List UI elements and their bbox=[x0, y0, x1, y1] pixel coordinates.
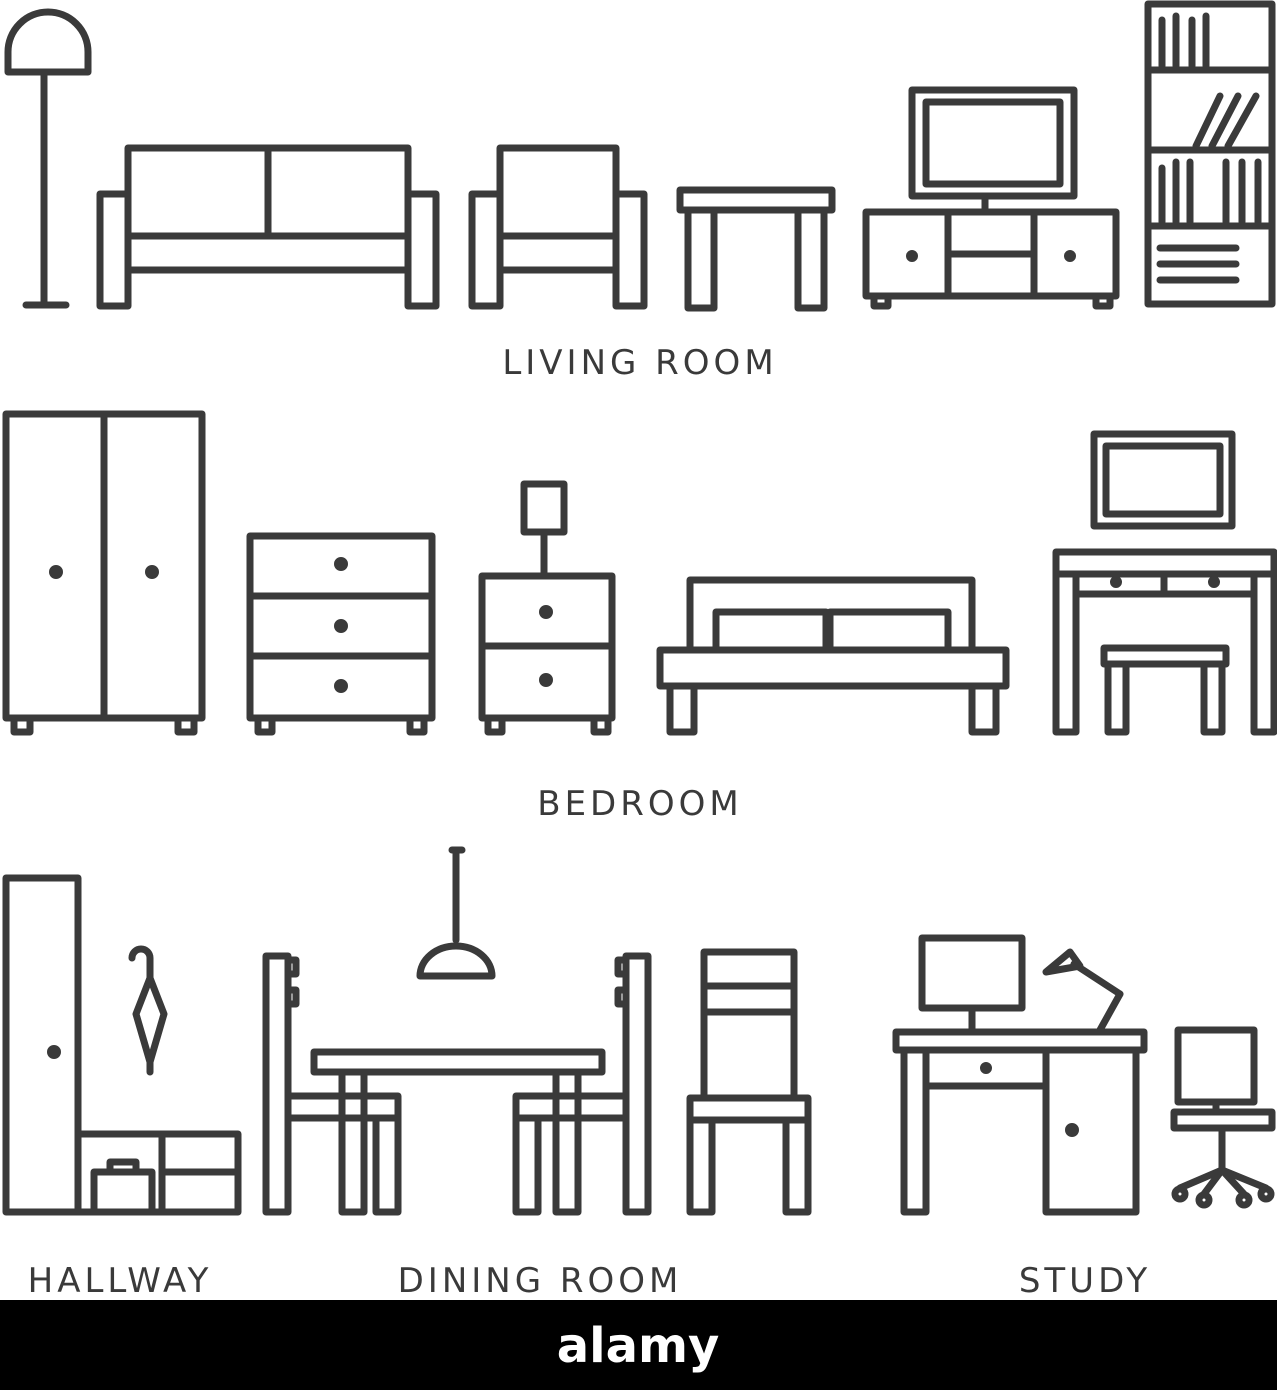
wardrobe-icon bbox=[2, 410, 206, 736]
briefcase-icon bbox=[90, 1158, 156, 1216]
floor-lamp-icon bbox=[4, 8, 92, 309]
alamy-logo: alamy bbox=[557, 1318, 720, 1374]
tv-cabinet-icon bbox=[862, 208, 1120, 310]
nightstand-icon bbox=[478, 572, 616, 736]
dining-chair-left-icon bbox=[262, 952, 402, 1216]
bed-icon bbox=[656, 576, 1010, 736]
chest-of-drawers-icon bbox=[246, 532, 436, 736]
dining-chair-right-icon bbox=[512, 952, 652, 1216]
computer-monitor-icon bbox=[918, 934, 1026, 1036]
dining-table-icon bbox=[310, 1048, 606, 1216]
shoe-cabinet-icon bbox=[74, 1130, 242, 1216]
bedroom-label: BEDROOM bbox=[537, 784, 742, 824]
dining-room-label: DINING ROOM bbox=[398, 1261, 683, 1300]
living-room-label: LIVING ROOM bbox=[502, 343, 777, 383]
tall-cabinet-icon bbox=[2, 874, 82, 1216]
bookshelf-icon bbox=[1144, 0, 1276, 308]
coffee-table-icon bbox=[676, 186, 836, 312]
stock-footer-bar: alamy bbox=[0, 1300, 1277, 1390]
dressing-table-icon bbox=[1052, 430, 1277, 736]
office-chair-icon bbox=[1170, 1026, 1276, 1209]
armchair-icon bbox=[468, 144, 648, 310]
pendant-lamp-icon bbox=[416, 846, 496, 980]
umbrella-icon bbox=[128, 945, 168, 1076]
study-desk-icon bbox=[892, 1028, 1148, 1216]
sofa-icon bbox=[96, 144, 440, 310]
furniture-illustration: LIVING ROOM bbox=[2, 0, 1277, 1300]
desk-lamp-icon bbox=[1042, 948, 1124, 1036]
tv-icon bbox=[908, 86, 1078, 216]
study-label: STUDY bbox=[1019, 1261, 1151, 1300]
dining-chair-front-icon bbox=[686, 948, 812, 1216]
nightstand-lamp-icon bbox=[520, 480, 568, 580]
hallway-label: HALLWAY bbox=[28, 1261, 213, 1300]
